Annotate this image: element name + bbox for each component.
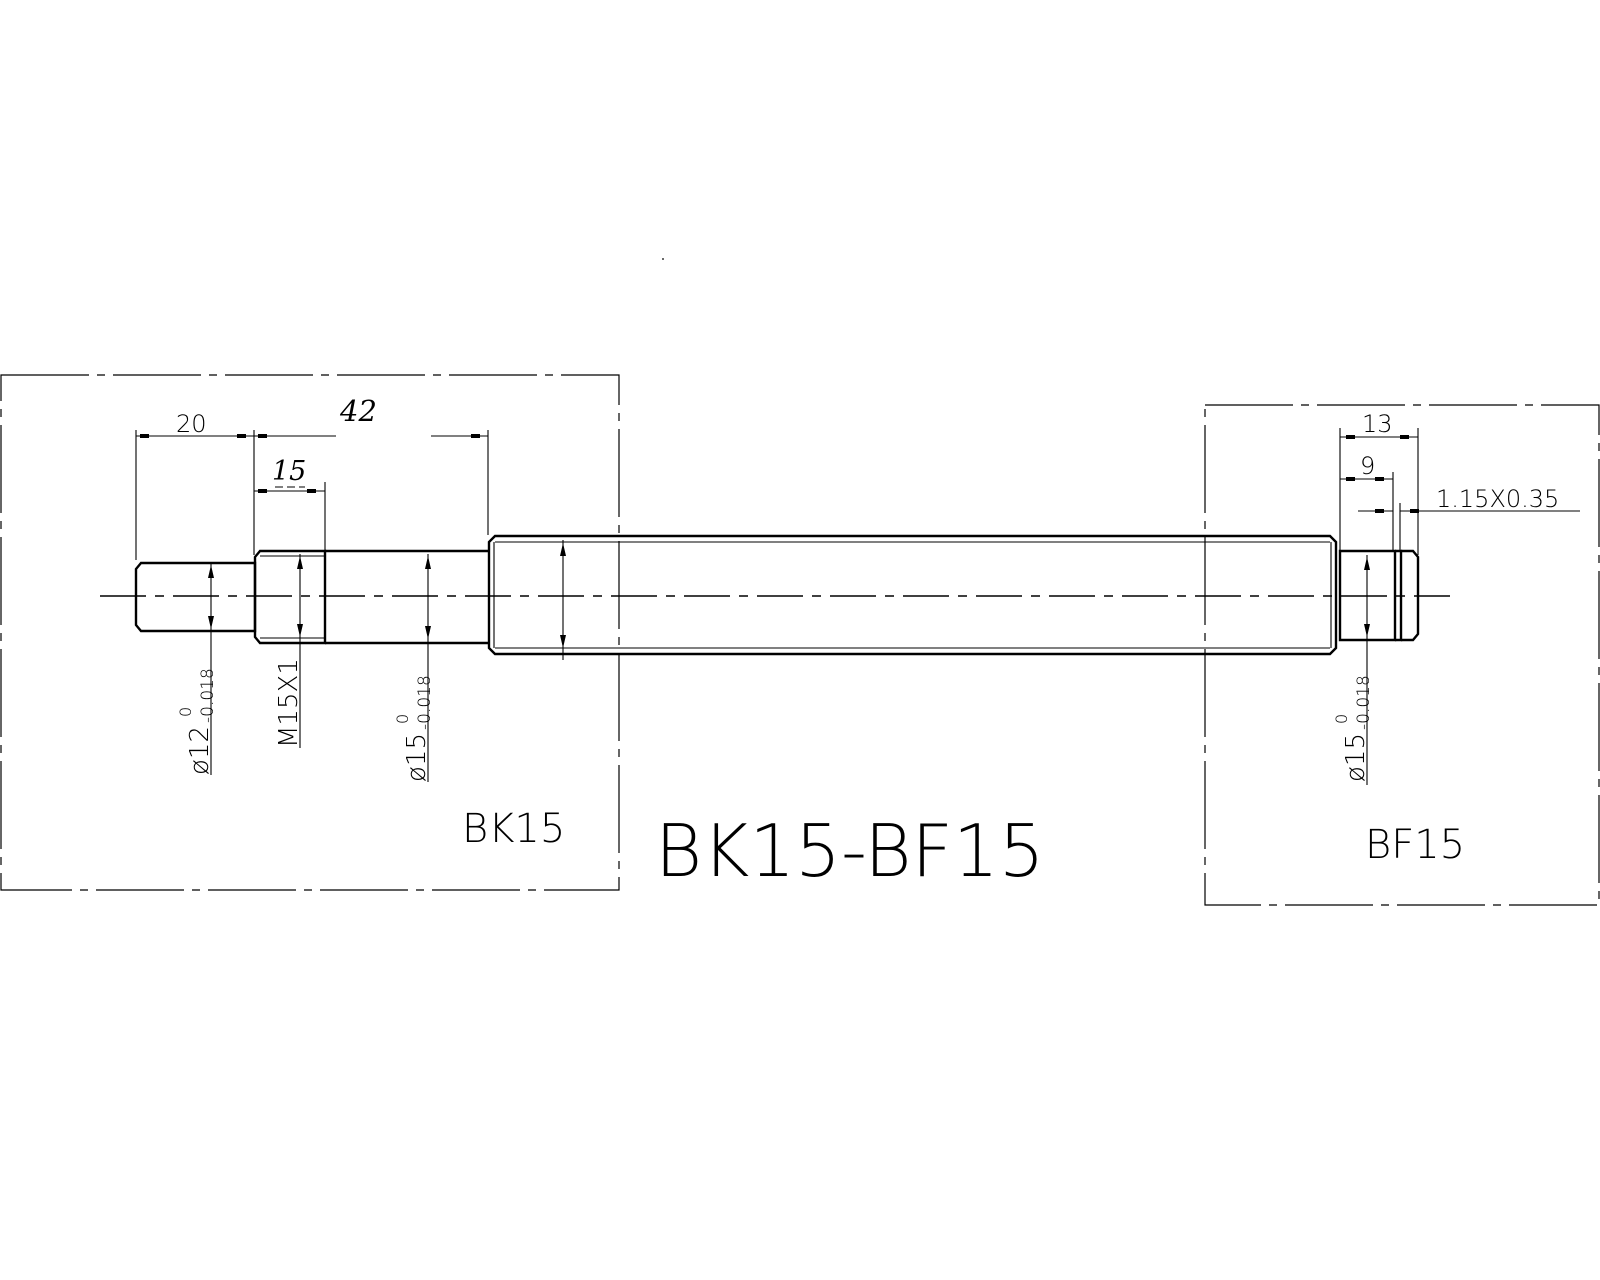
left-dimensions	[135, 430, 566, 782]
svg-text:0: 0	[176, 707, 195, 717]
svg-text:ø15: ø15	[1341, 733, 1371, 782]
dim-42-label: 42	[339, 394, 377, 428]
groove-dimension-label: 1.15X0.35	[1436, 485, 1559, 513]
stray-dot	[662, 258, 664, 260]
svg-text:-0.018: -0.018	[198, 668, 218, 723]
dia15-right-tolerance-label: ø15 0 -0.018	[1332, 675, 1374, 782]
m15x1-thread-label: M15X1	[274, 658, 304, 748]
dim-13-label: 13	[1362, 410, 1393, 438]
right-dimensions	[1339, 428, 1580, 785]
svg-text:-0.018: -0.018	[1354, 675, 1374, 730]
dia12-tolerance-label: ø12 0 -0.018	[176, 668, 218, 775]
bk15-label: BK15	[462, 806, 565, 852]
drawing-title: BK15-BF15	[655, 809, 1045, 893]
svg-text:0: 0	[1332, 714, 1351, 724]
svg-text:-0.018: -0.018	[415, 675, 435, 730]
svg-text:0: 0	[393, 714, 412, 724]
dia15-left-tolerance-label: ø15 0 -0.018	[393, 675, 435, 782]
dia12-journal	[134, 561, 257, 633]
dim-9-label: 9	[1360, 452, 1375, 480]
svg-text:M15X1: M15X1	[274, 658, 304, 748]
dim-15-label: 15	[272, 456, 306, 487]
circlip-groove	[1395, 549, 1403, 642]
svg-text:ø15: ø15	[402, 733, 432, 782]
bk15-support-boundary	[0, 374, 620, 891]
shaft-end	[1401, 549, 1420, 642]
dim-20-label: 20	[176, 410, 207, 438]
dia15-bearing-seat	[325, 549, 489, 645]
svg-text:ø12: ø12	[185, 726, 215, 775]
screw-body	[487, 534, 1338, 656]
ball-screw-shaft	[134, 534, 1420, 656]
m15-thread-section	[253, 549, 327, 645]
bf15-label: BF15	[1365, 822, 1465, 868]
